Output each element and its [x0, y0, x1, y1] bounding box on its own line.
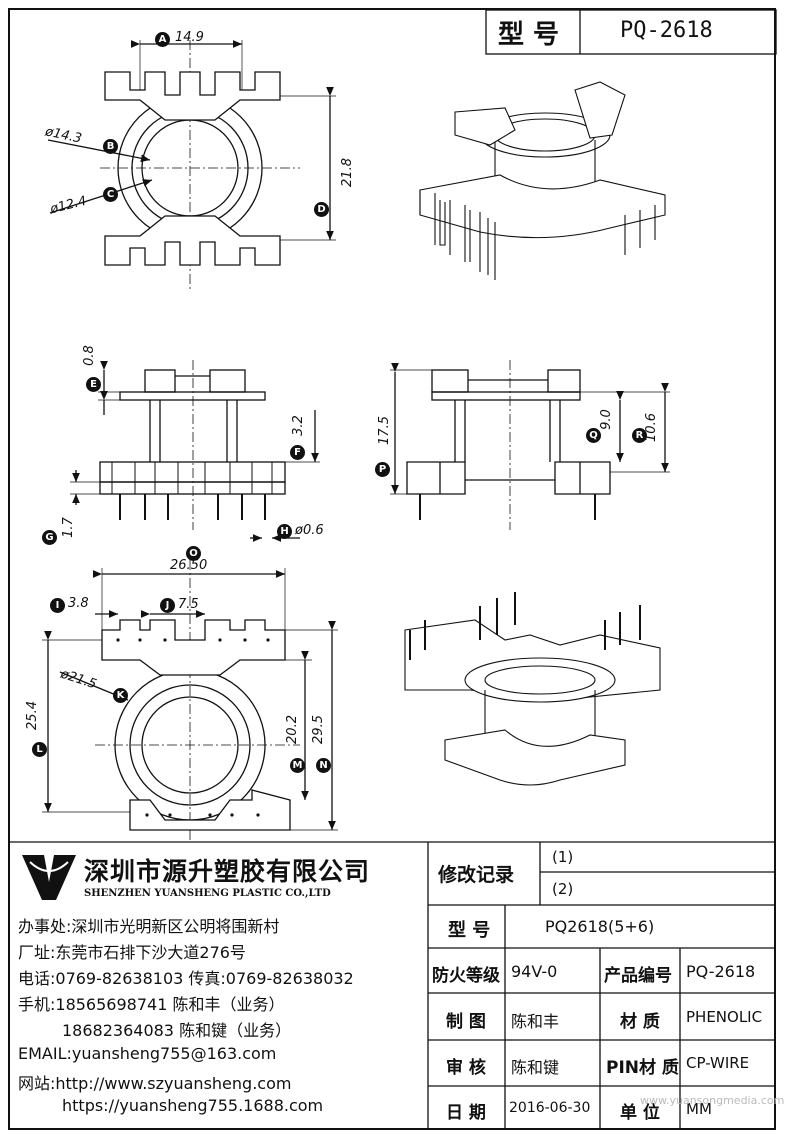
dim-marker-R: R	[632, 428, 647, 443]
dim-A-value: 14.9	[175, 30, 204, 45]
drawn-label: 制 图	[446, 1012, 486, 1032]
dim-L-value: 25.4	[24, 701, 40, 730]
dim-marker-A: A	[155, 32, 170, 47]
dim-marker-N: N	[316, 758, 331, 773]
top-view	[47, 40, 336, 290]
dim-marker-L: L	[32, 742, 47, 757]
dim-marker-O: O	[186, 546, 201, 561]
company-email: EMAIL:yuansheng755@163.com	[18, 1044, 277, 1063]
company-mobile-1: 手机:18565698741 陈和丰（业务）	[18, 995, 285, 1014]
unit-label: 单 位	[620, 1103, 660, 1123]
material-label: 材 质	[620, 1012, 660, 1032]
dim-marker-E: E	[86, 377, 101, 392]
dim-H-value: ø0.6	[295, 523, 324, 538]
model-label: 型 号	[498, 20, 560, 50]
dim-I-value: 3.8	[68, 596, 89, 611]
fire-rating-label: 防火等级	[432, 966, 500, 986]
drawn-value: 陈和丰	[511, 1012, 560, 1031]
revision-2: (2)	[552, 880, 574, 898]
side-view	[390, 360, 670, 530]
dim-R-value: 10.6	[643, 413, 659, 442]
company-name-cn: 深圳市源升塑胶有限公司	[84, 857, 371, 886]
date-value: 2016-06-30	[509, 1100, 591, 1116]
company-website: 网站:http://www.szyuansheng.com	[18, 1074, 292, 1093]
dim-marker-K: K	[113, 688, 128, 703]
revision-1: (1)	[552, 848, 574, 866]
fire-rating-value: 94V-0	[511, 962, 558, 981]
product-no-value: PQ-2618	[686, 962, 756, 981]
dim-marker-M: M	[290, 758, 305, 773]
unit-value: MM	[686, 1100, 712, 1118]
dim-marker-I: I	[50, 598, 65, 613]
dim-marker-D: D	[314, 202, 329, 217]
company-name-en: SHENZHEN YUANSHENG PLASTIC CO.,LTD	[84, 888, 331, 899]
product-no-label: 产品编号	[604, 966, 672, 986]
dim-G-value: 1.7	[60, 517, 76, 538]
drawing-sheet	[8, 8, 776, 1130]
dim-J-value: 7.5	[178, 597, 199, 612]
model-value: PQ-2618	[620, 18, 713, 43]
review-label: 审 核	[446, 1058, 486, 1078]
dim-marker-Q: Q	[586, 428, 601, 443]
date-label: 日 期	[446, 1103, 486, 1123]
company-website-2: https://yuansheng755.1688.com	[62, 1096, 324, 1115]
dim-P-value: 17.5	[376, 416, 392, 445]
dim-N-value: 29.5	[310, 715, 326, 744]
dim-marker-B: B	[103, 139, 118, 154]
watermark: www.yuansongmedia.com	[640, 1094, 785, 1107]
dim-O-value: 26.50	[170, 558, 208, 573]
table-model-value: PQ2618(5+6)	[545, 917, 655, 936]
front-view	[70, 360, 320, 542]
company-office: 办事处:深圳市光明新区公明将围新村	[18, 917, 280, 936]
dim-marker-H: H	[277, 524, 292, 539]
dim-F-value: 3.2	[290, 415, 306, 436]
company-mobile-2: 18682364083 陈和键（业务）	[62, 1021, 292, 1040]
dim-marker-C: C	[103, 187, 118, 202]
company-factory: 厂址:东莞市石排下沙大道276号	[18, 943, 246, 962]
iso-view-bottom	[404, 592, 661, 786]
review-value: 陈和键	[511, 1058, 560, 1077]
revision-label: 修改记录	[438, 864, 515, 886]
iso-view-top	[419, 81, 666, 280]
table-grid	[8, 841, 776, 1130]
table-model-label: 型 号	[448, 920, 491, 941]
pin-material-value: CP-WIRE	[686, 1054, 750, 1072]
dim-Q-value: 9.0	[598, 409, 614, 430]
material-value: PHENOLIC	[686, 1008, 763, 1026]
dim-E-value: 0.8	[81, 345, 97, 366]
dim-marker-G: G	[42, 530, 57, 545]
pin-material-label: PIN材 质	[606, 1058, 679, 1078]
company-phone: 电话:0769-82638103 传真:0769-82638032	[18, 969, 354, 988]
dim-M-value: 20.2	[284, 715, 300, 744]
dim-marker-P: P	[375, 462, 390, 477]
dim-marker-J: J	[160, 598, 175, 613]
company-logo	[22, 855, 76, 900]
bottom-view	[42, 560, 338, 840]
dim-marker-F: F	[290, 445, 305, 460]
dim-D-value: 21.8	[339, 158, 355, 187]
title-box	[485, 9, 777, 55]
